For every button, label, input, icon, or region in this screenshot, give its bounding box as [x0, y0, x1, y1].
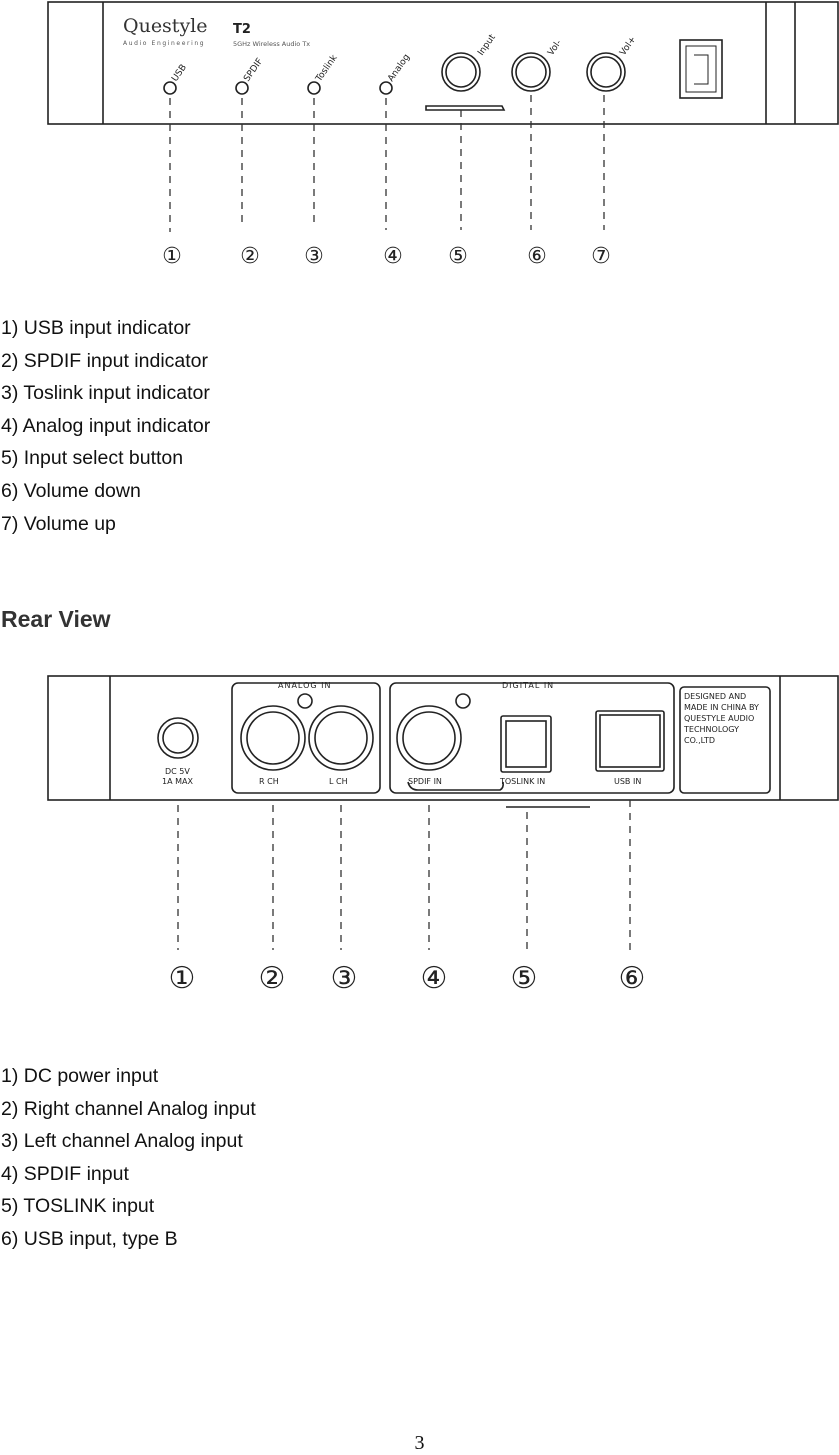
- lch-label: L CH: [329, 777, 348, 786]
- list-item: 3) Left channel Analog input: [1, 1130, 243, 1153]
- rear-callout-1: ①: [169, 961, 196, 996]
- label-analog: Analog: [386, 53, 412, 84]
- rear-callout-4: ④: [421, 961, 448, 996]
- list-item: 7) Volume up: [1, 512, 116, 535]
- list-item: 3) Toslink input indicator: [1, 382, 210, 405]
- rch-rca-jack: [240, 705, 306, 771]
- model-subtitle: 5GHz Wireless Audio Tx: [233, 40, 310, 48]
- designed-line: MADE IN CHINA BY: [684, 703, 759, 712]
- volume-up-button: [586, 52, 626, 92]
- usb-b-port: [595, 710, 665, 772]
- dc-label-1: DC 5V: [165, 767, 190, 776]
- front-callout-4: ④: [383, 244, 403, 269]
- label-vol-up: Vol+: [618, 35, 638, 58]
- analog-indicator-led: [379, 81, 393, 95]
- digital-in-label: DIGITAL IN: [502, 681, 554, 690]
- page-number: 3: [414, 1432, 425, 1454]
- spdif-coax-jack: [396, 705, 462, 771]
- rear-view-heading: Rear View: [1, 606, 111, 632]
- dc-label-2: 1A MAX: [162, 777, 193, 786]
- list-item: 6) Volume down: [1, 479, 141, 502]
- list-item: 4) SPDIF input: [1, 1162, 129, 1185]
- list-item: 1) DC power input: [1, 1065, 159, 1087]
- display-window: [679, 39, 723, 99]
- designed-line: QUESTYLE AUDIO: [684, 714, 754, 723]
- input-select-button: [441, 52, 481, 92]
- volume-down-button: [511, 52, 551, 92]
- digital-in-group: [389, 682, 675, 794]
- rear-panel-diagram: ANALOG IN DIGITAL IN DC 5V 1A MAX R CH L…: [47, 675, 839, 996]
- designed-line: TECHNOLOGY: [683, 725, 739, 734]
- front-callout-7: ⑦: [591, 244, 611, 269]
- list-item: 5) Input select button: [1, 447, 184, 470]
- front-callout-2: ②: [240, 244, 260, 269]
- toslink-indicator-led: [307, 81, 321, 95]
- front-panel-diagram: Questyle Audio Engineering T2 5GHz Wirel…: [47, 1, 839, 269]
- list-item: 2) Right channel Analog input: [1, 1097, 256, 1120]
- list-item: 1) USB input indicator: [1, 317, 191, 339]
- list-item: 6) USB input, type B: [1, 1227, 178, 1250]
- spdif-indicator-led: [235, 81, 249, 95]
- lch-rca-jack: [308, 705, 374, 771]
- toslink-port: [500, 715, 552, 773]
- list-item: 4) Analog input indicator: [1, 414, 211, 437]
- designed-line: DESIGNED AND: [684, 692, 746, 701]
- front-callout-6: ⑥: [527, 244, 547, 269]
- analog-in-group: [231, 682, 381, 794]
- rear-callout-5: ⑤: [511, 961, 538, 996]
- label-usb: USB: [170, 63, 189, 84]
- dc-power-jack: [157, 717, 199, 759]
- usb-indicator-led: [163, 81, 177, 95]
- front-callout-5: ⑤: [448, 244, 468, 269]
- rear-panel-legend: 1) DC power input 2) Right channel Analo…: [1, 1060, 256, 1256]
- rear-callout-3: ③: [331, 961, 358, 996]
- front-callout-1: ①: [162, 244, 182, 269]
- label-vol-down: Vol-: [546, 38, 564, 57]
- rch-label: R CH: [259, 777, 279, 786]
- brand-logo: Questyle: [123, 15, 208, 37]
- list-item: 2) SPDIF input indicator: [1, 349, 209, 372]
- analog-in-label: ANALOG IN: [278, 681, 331, 690]
- label-toslink: Toslink: [314, 53, 340, 85]
- list-item: 5) TOSLINK input: [1, 1195, 155, 1218]
- usb-in-label: USB IN: [614, 777, 641, 786]
- designed-line: CO.,LTD: [684, 736, 715, 745]
- spdif-in-label: SPDIF IN: [408, 777, 442, 786]
- brand-subtitle: Audio Engineering: [123, 40, 205, 47]
- front-panel-legend: 1) USB input indicator 2) SPDIF input in…: [1, 312, 210, 540]
- rear-callout-2: ②: [259, 961, 286, 996]
- front-callout-3: ③: [304, 244, 324, 269]
- label-spdif: SPDIF: [242, 57, 265, 84]
- label-input: Input: [476, 33, 498, 58]
- toslink-in-label: TOSLINK IN: [499, 777, 545, 786]
- rear-callout-6: ⑥: [619, 961, 646, 996]
- model-name: T2: [233, 22, 251, 37]
